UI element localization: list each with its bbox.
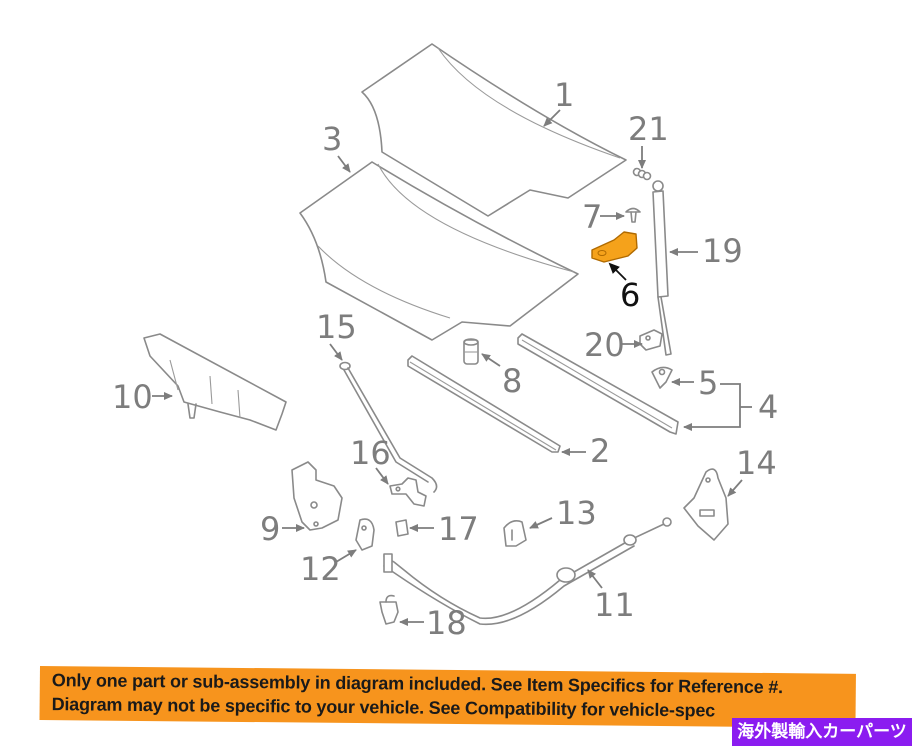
svg-text:16: 16 [350,434,391,472]
part-21-clip [632,167,652,181]
part-20-bracket [639,329,663,351]
disclaimer-line-1: Only one part or sub-assembly in diagram… [51,670,783,698]
part-19-hood-strut [652,180,672,356]
part-13-clip [503,520,527,547]
callout-6: 6 [608,262,640,314]
part-17-cap [395,519,409,537]
part-16-rod-holder [389,477,427,507]
part-12-bracket [355,518,375,551]
callout-12: 12 [300,549,357,588]
part-5-bumper [651,366,673,389]
callout-16: 16 [350,434,391,485]
part-15-prop-rod [339,361,438,493]
part-4-seal [517,333,679,435]
callout-1: 1 [543,76,574,127]
svg-text:9: 9 [260,510,280,548]
callout-15: 15 [316,308,357,361]
svg-text:17: 17 [438,510,479,548]
svg-text:20: 20 [584,326,625,364]
callout-14: 14 [727,444,777,497]
callout-20: 20 [584,326,643,364]
parts-diagram: 1 2 3 4 5 6 7 8 9 10 11 12 [112,43,778,642]
callout-21: 21 [628,110,669,169]
part-6-bracket-highlighted [591,231,638,263]
svg-text:15: 15 [316,308,357,346]
part-8-bumper-stop [463,338,479,365]
svg-text:4: 4 [758,388,778,426]
callout-2: 2 [561,432,610,470]
callout-5: 5 [671,364,718,402]
svg-text:2: 2 [590,432,610,470]
callout-4: 4 [683,383,778,431]
callout-8: 8 [481,353,522,400]
svg-text:18: 18 [426,604,467,642]
svg-text:8: 8 [502,362,522,400]
svg-text:7: 7 [582,198,602,236]
part-7-screw [625,207,641,223]
svg-text:3: 3 [322,120,342,158]
callout-9: 9 [260,510,305,548]
svg-text:6: 6 [620,276,640,314]
callout-18: 18 [399,604,467,642]
part-10-support [143,333,287,431]
svg-text:10: 10 [112,378,153,416]
svg-text:14: 14 [736,444,777,482]
svg-text:19: 19 [702,232,743,270]
part-2-seal [407,355,561,453]
callout-11: 11 [587,569,635,624]
callout-13: 13 [529,494,597,532]
callout-3: 3 [322,120,351,173]
svg-text:12: 12 [300,550,341,588]
svg-text:1: 1 [554,76,574,114]
svg-text:13: 13 [556,494,597,532]
part-18-catch [379,594,399,625]
svg-text:5: 5 [698,364,718,402]
callout-17: 17 [409,510,479,548]
import-parts-badge: 海外製輸入カーパーツ [732,718,912,746]
callout-7: 7 [582,198,625,236]
svg-text:21: 21 [628,110,669,148]
part-14-bracket [683,468,729,541]
part-9-latch [291,461,343,531]
part-3-hood-outer [299,161,579,341]
part-11-release-cable [383,517,672,626]
svg-text:11: 11 [594,586,635,624]
callout-10: 10 [112,378,173,416]
disclaimer-line-2: Diagram may not be specific to your vehi… [51,694,716,721]
callout-19: 19 [669,232,743,270]
part-1-hood-panel [361,43,627,217]
